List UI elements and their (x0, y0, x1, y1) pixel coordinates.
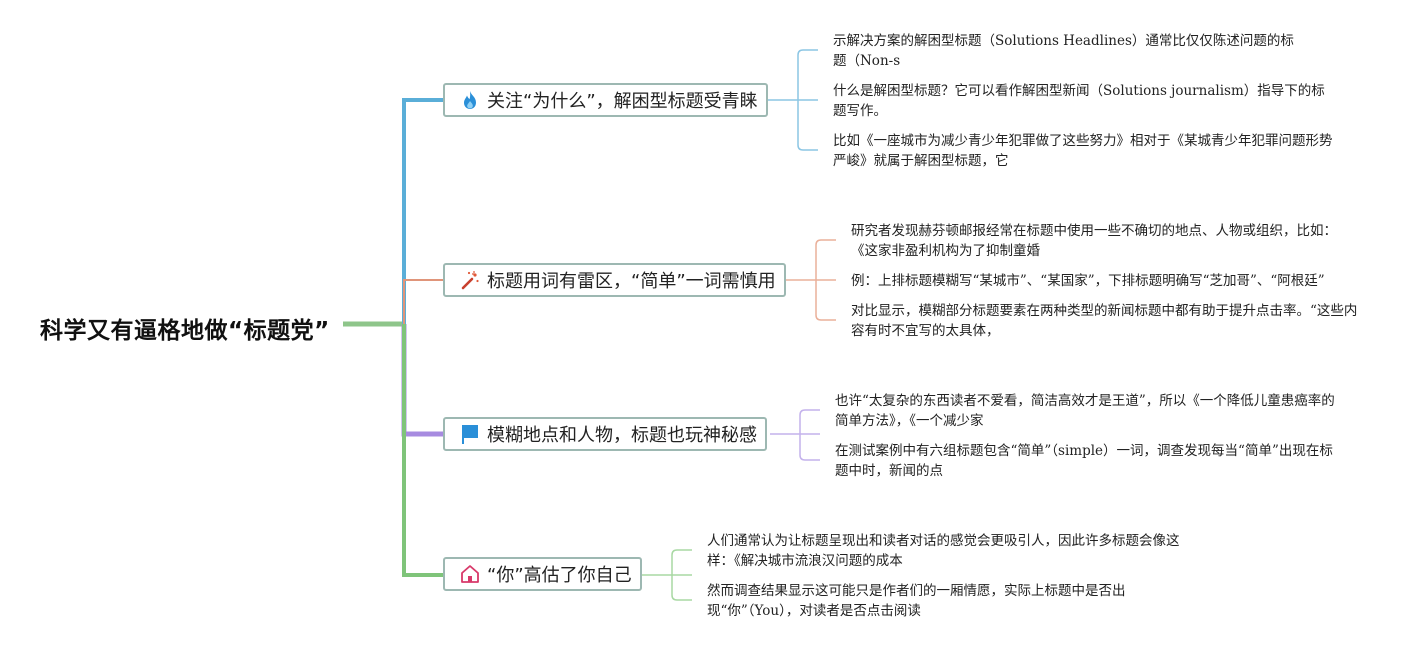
branch-node-you-overrated[interactable]: “你”高估了你自己 (443, 557, 642, 591)
branch-3-connector (401, 324, 443, 437)
branch-label: “你”高估了你自己 (487, 565, 632, 586)
note-huffpost-study[interactable]: 研究者发现赫芬顿邮报经常在标题中使用一些不确切的地点、人物或组织，比如：《这家非… (851, 223, 1337, 259)
home-icon (459, 563, 481, 585)
note-solutions-journalism[interactable]: 什么是解困型标题？它可以看作解困型新闻（Solutions journalism… (833, 83, 1325, 119)
branch-1-connector (402, 98, 443, 324)
note-click-rate[interactable]: 对比显示，模糊部分标题要素在两种类型的新闻标题中都有助于提升点击率。“这些内容有… (851, 303, 1358, 339)
branch-node-vague-place[interactable]: 模糊地点和人物，标题也玩神秘感 (443, 417, 767, 451)
branch-2-bracket (815, 239, 836, 321)
branch-3-bracket (799, 409, 820, 461)
magic-wand-icon (459, 269, 481, 291)
branch-node-word-minefield[interactable]: 标题用词有雷区，“简单”一词需慎用 (443, 263, 786, 297)
note-vague-vs-specific[interactable]: 例：上排标题模糊写“某城市”、“某国家”，下排标题明确写“芝加哥”、“阿根廷” (851, 273, 1325, 289)
note-you-result[interactable]: 然而调查结果显示这可能只是作者们的一厢情愿，实际上标题中是否出现“你”（You）… (707, 583, 1126, 619)
branch-label: 关注“为什么”，解困型标题受青睐 (487, 91, 758, 112)
branch-2-connector (403, 279, 443, 324)
branch-label: 标题用词有雷区，“简单”一词需慎用 (487, 271, 776, 292)
branch-1-bracket (797, 49, 818, 151)
note-solutions-headlines[interactable]: 示解决方案的解困型标题（Solutions Headlines）通常比仅仅陈述问… (833, 33, 1294, 69)
branch-node-why[interactable]: 关注“为什么”，解困型标题受青睐 (443, 83, 768, 117)
flag-icon (459, 423, 481, 445)
note-simple-test[interactable]: 在测试案例中有六组标题包含“简单”（simple）一词，调查发现每当“简单”出现… (835, 443, 1333, 479)
note-simple-method[interactable]: 也许“太复杂的东西读者不爱看，简洁高效才是王道”，所以《一个降低儿童患癌率的简单… (835, 393, 1335, 429)
branch-4-connector (402, 324, 443, 577)
note-dialogue-feel[interactable]: 人们通常认为让标题呈现出和读者对话的感觉会更吸引人，因此许多标题会像这样：《解决… (707, 533, 1180, 569)
branch-4-bracket (671, 549, 692, 601)
fire-icon (459, 89, 481, 111)
note-city-example[interactable]: 比如《一座城市为减少青少年犯罪做了这些努力》相对于《某城青少年犯罪问题形势严峻》… (833, 133, 1333, 169)
branch-label: 模糊地点和人物，标题也玩神秘感 (487, 425, 757, 446)
root-topic[interactable]: 科学又有逼格地做“标题党” (40, 318, 330, 344)
